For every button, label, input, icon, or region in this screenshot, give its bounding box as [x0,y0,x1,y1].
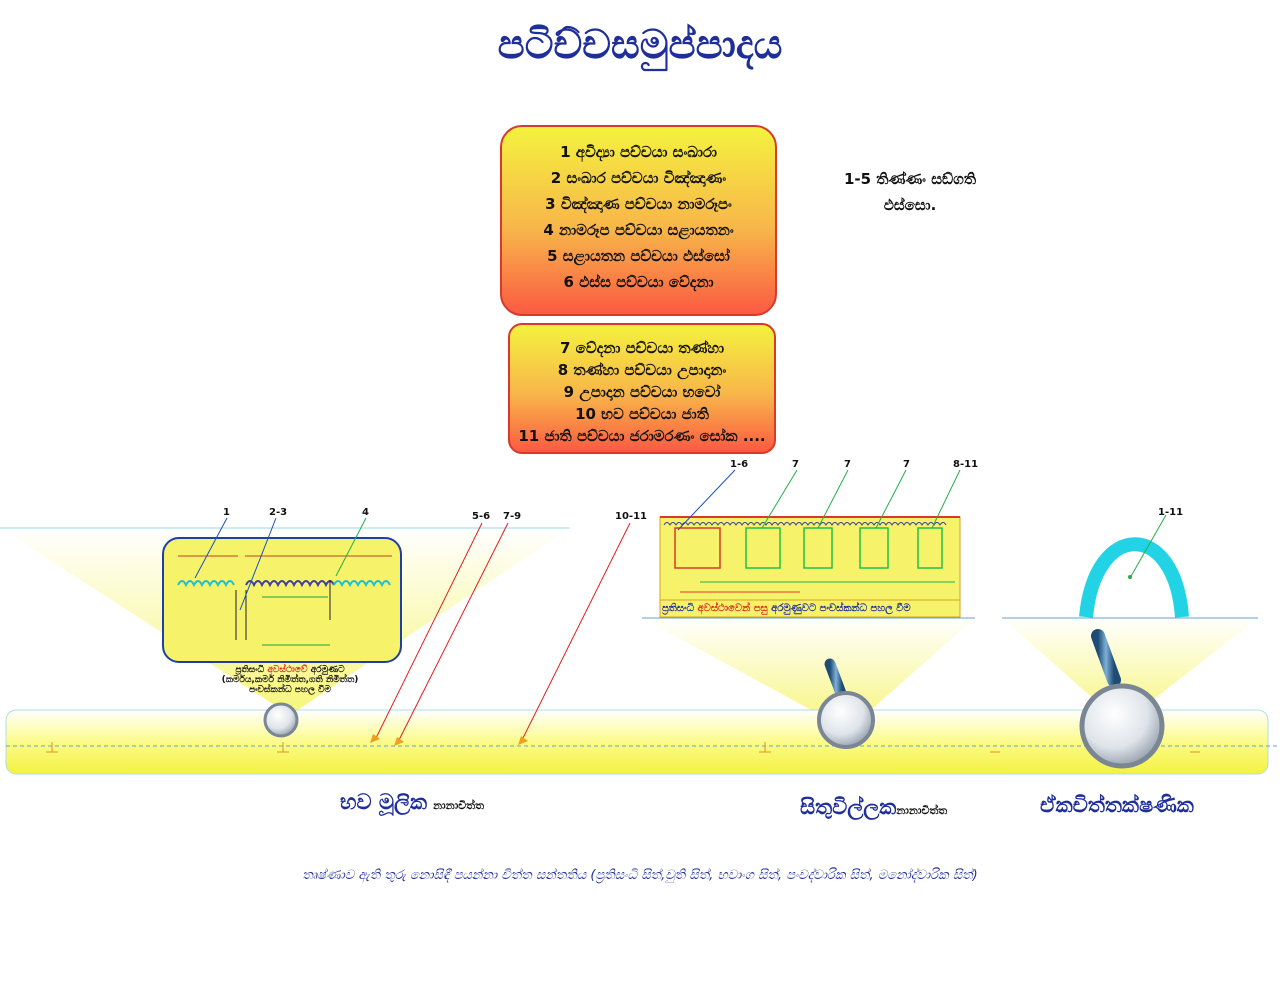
box1-line: 5 සළායතන පච්චයා ඵස්සෝ [547,247,730,265]
mid-caption-part1: ප්‍රතිසංධි [662,603,698,614]
left-caption-highlight: අවස්ථාවේ [267,665,308,675]
mid-caption-highlight: අවස්ථාවෙන් පසු [697,603,768,614]
left-panel-caption: ප්‍රතිසංධි අවස්ථාවේ අරමුණට (කර්මය,කර්ම න… [195,665,385,695]
pointer-label-4: 4 [362,507,369,518]
note-line-1: 1-5 තිණ්ණං සඞ්ගති [843,170,977,188]
label-ekachittakshanika: ඒකචිත්තක්ෂණික [1040,793,1194,817]
contact-note: 1-5 තිණ්ණං සඞ්ගති ඵස්සො. [790,166,1030,218]
causation-box-1-6: 1 අවිද්‍යා පච්චයා සංඛාරා 2 සංඛාර පච්චයා … [500,125,777,316]
pointer-label-7-9: 7-9 [503,511,522,522]
pointer-label-1-11: 1-11 [1158,507,1184,518]
pointer-label-5-6: 5-6 [472,511,491,522]
mind-stream-bar [5,709,1269,775]
page-title: පටිච්චසමුප්පාදය [497,22,783,68]
magnifier-left [263,702,299,738]
pointer-label-8-11: 8-11 [953,459,979,470]
causation-box-7-11: 7 වේදනා පච්චයා තණ්හා 8 තණ්හා පච්චයා උපාද… [508,323,776,454]
mid-panel [659,516,961,618]
mid-cone [642,618,975,730]
label-situvillaka: සිතුවිල්ලකනානාචිත්ත [800,795,947,820]
pointer-label-7b: 7 [844,459,851,470]
label-situvillaka-main: සිතුවිල්ලක [800,795,897,819]
box2-line: 10 භව පච්චයා ජාති [575,405,709,423]
single-moment-arch [1079,537,1189,618]
box2-line: 9 උපාදාන පච්චයා භවෝ [563,383,721,401]
box2-line: 7 වේදනා පච්චයා තණ්හා [559,339,725,357]
label-bhava-mulika-sub: නානාචිත්ත [433,799,484,812]
label-bhava-mulika: භව මූලික නානාචිත්ත [340,790,484,815]
box2-line: 11 ජාති පච්චයා ජරාමරණං සෝක .... [518,427,766,445]
left-caption-part2: අරමුණට [307,665,345,675]
box1-line: 6 ඵස්ස පච්චයා වේදනා [563,273,714,291]
pointer-label-1: 1 [223,507,230,518]
note-line-2: ඵස්සො. [883,196,937,214]
box1-line: 4 නාමරූප පච්චයා සළායතනං [543,221,734,239]
mid-panel-caption: ප්‍රතිසංධි අවස්ථාවෙන් පසු අරමුණුවට පංචස්… [662,603,958,614]
box1-line: 2 සංඛාර පච්චයා විඤ්ඤාණං [550,169,727,187]
box1-line: 1 අවිද්‍යා පච්චයා සංඛාරා [560,143,717,161]
left-panel [162,537,402,663]
pointer-label-7c: 7 [903,459,910,470]
box2-line: 8 තණ්හා පච්චයා උපාදානං [557,361,727,379]
left-caption-line2: (කර්මය,කර්ම නිමිත්ත,ගති නිමිත්ත) [221,675,359,685]
magnifier-mid [817,658,875,749]
pointer-label-2-3: 2-3 [269,507,288,518]
pointer-label-7a: 7 [792,459,799,470]
label-situvillaka-sub: නානාචිත්ත [896,804,948,817]
footer-caption: තෘෂ්ණාව ඇති තුරු නොසිඳී පයන්නා චිත්ත සන්… [302,868,978,883]
magnifier-right [1079,629,1165,769]
pointer-label-1-6: 1-6 [730,459,749,470]
mid-caption-part2: අරමුණුවට පංචස්කන්ධ පහල වීම [767,603,911,614]
left-caption-line3: පංචස්කන්ධ පහල වීම [249,685,331,695]
box1-line: 3 විඤ්ඤාණ පච්චයා නාමරූපං [545,195,732,213]
left-caption-part1: ප්‍රතිසංධි [235,665,268,675]
right-cone [1002,618,1258,724]
label-bhava-mulika-main: භව මූලික [340,790,428,814]
pointer-label-10-11: 10-11 [615,511,647,522]
